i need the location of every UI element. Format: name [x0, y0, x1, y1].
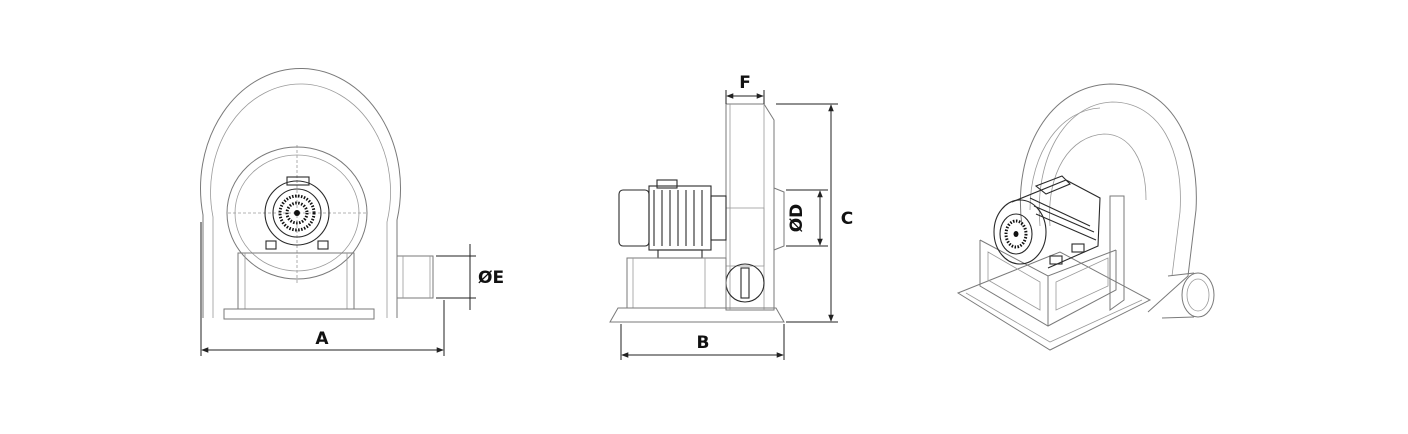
- dim-label-a: A: [315, 329, 329, 349]
- motor-iso: [993, 175, 1101, 269]
- motor-side: [618, 179, 727, 259]
- side-view: [609, 90, 838, 360]
- dim-label-b: B: [697, 333, 710, 353]
- motor-front: [264, 176, 330, 250]
- dim-label-c: C: [841, 209, 853, 229]
- front-view: [200, 67, 476, 356]
- dim-label-d: ØD: [787, 204, 807, 233]
- dim-label-f: F: [739, 73, 751, 93]
- isometric-view: [956, 83, 1215, 351]
- dim-label-e: ØE: [478, 268, 504, 288]
